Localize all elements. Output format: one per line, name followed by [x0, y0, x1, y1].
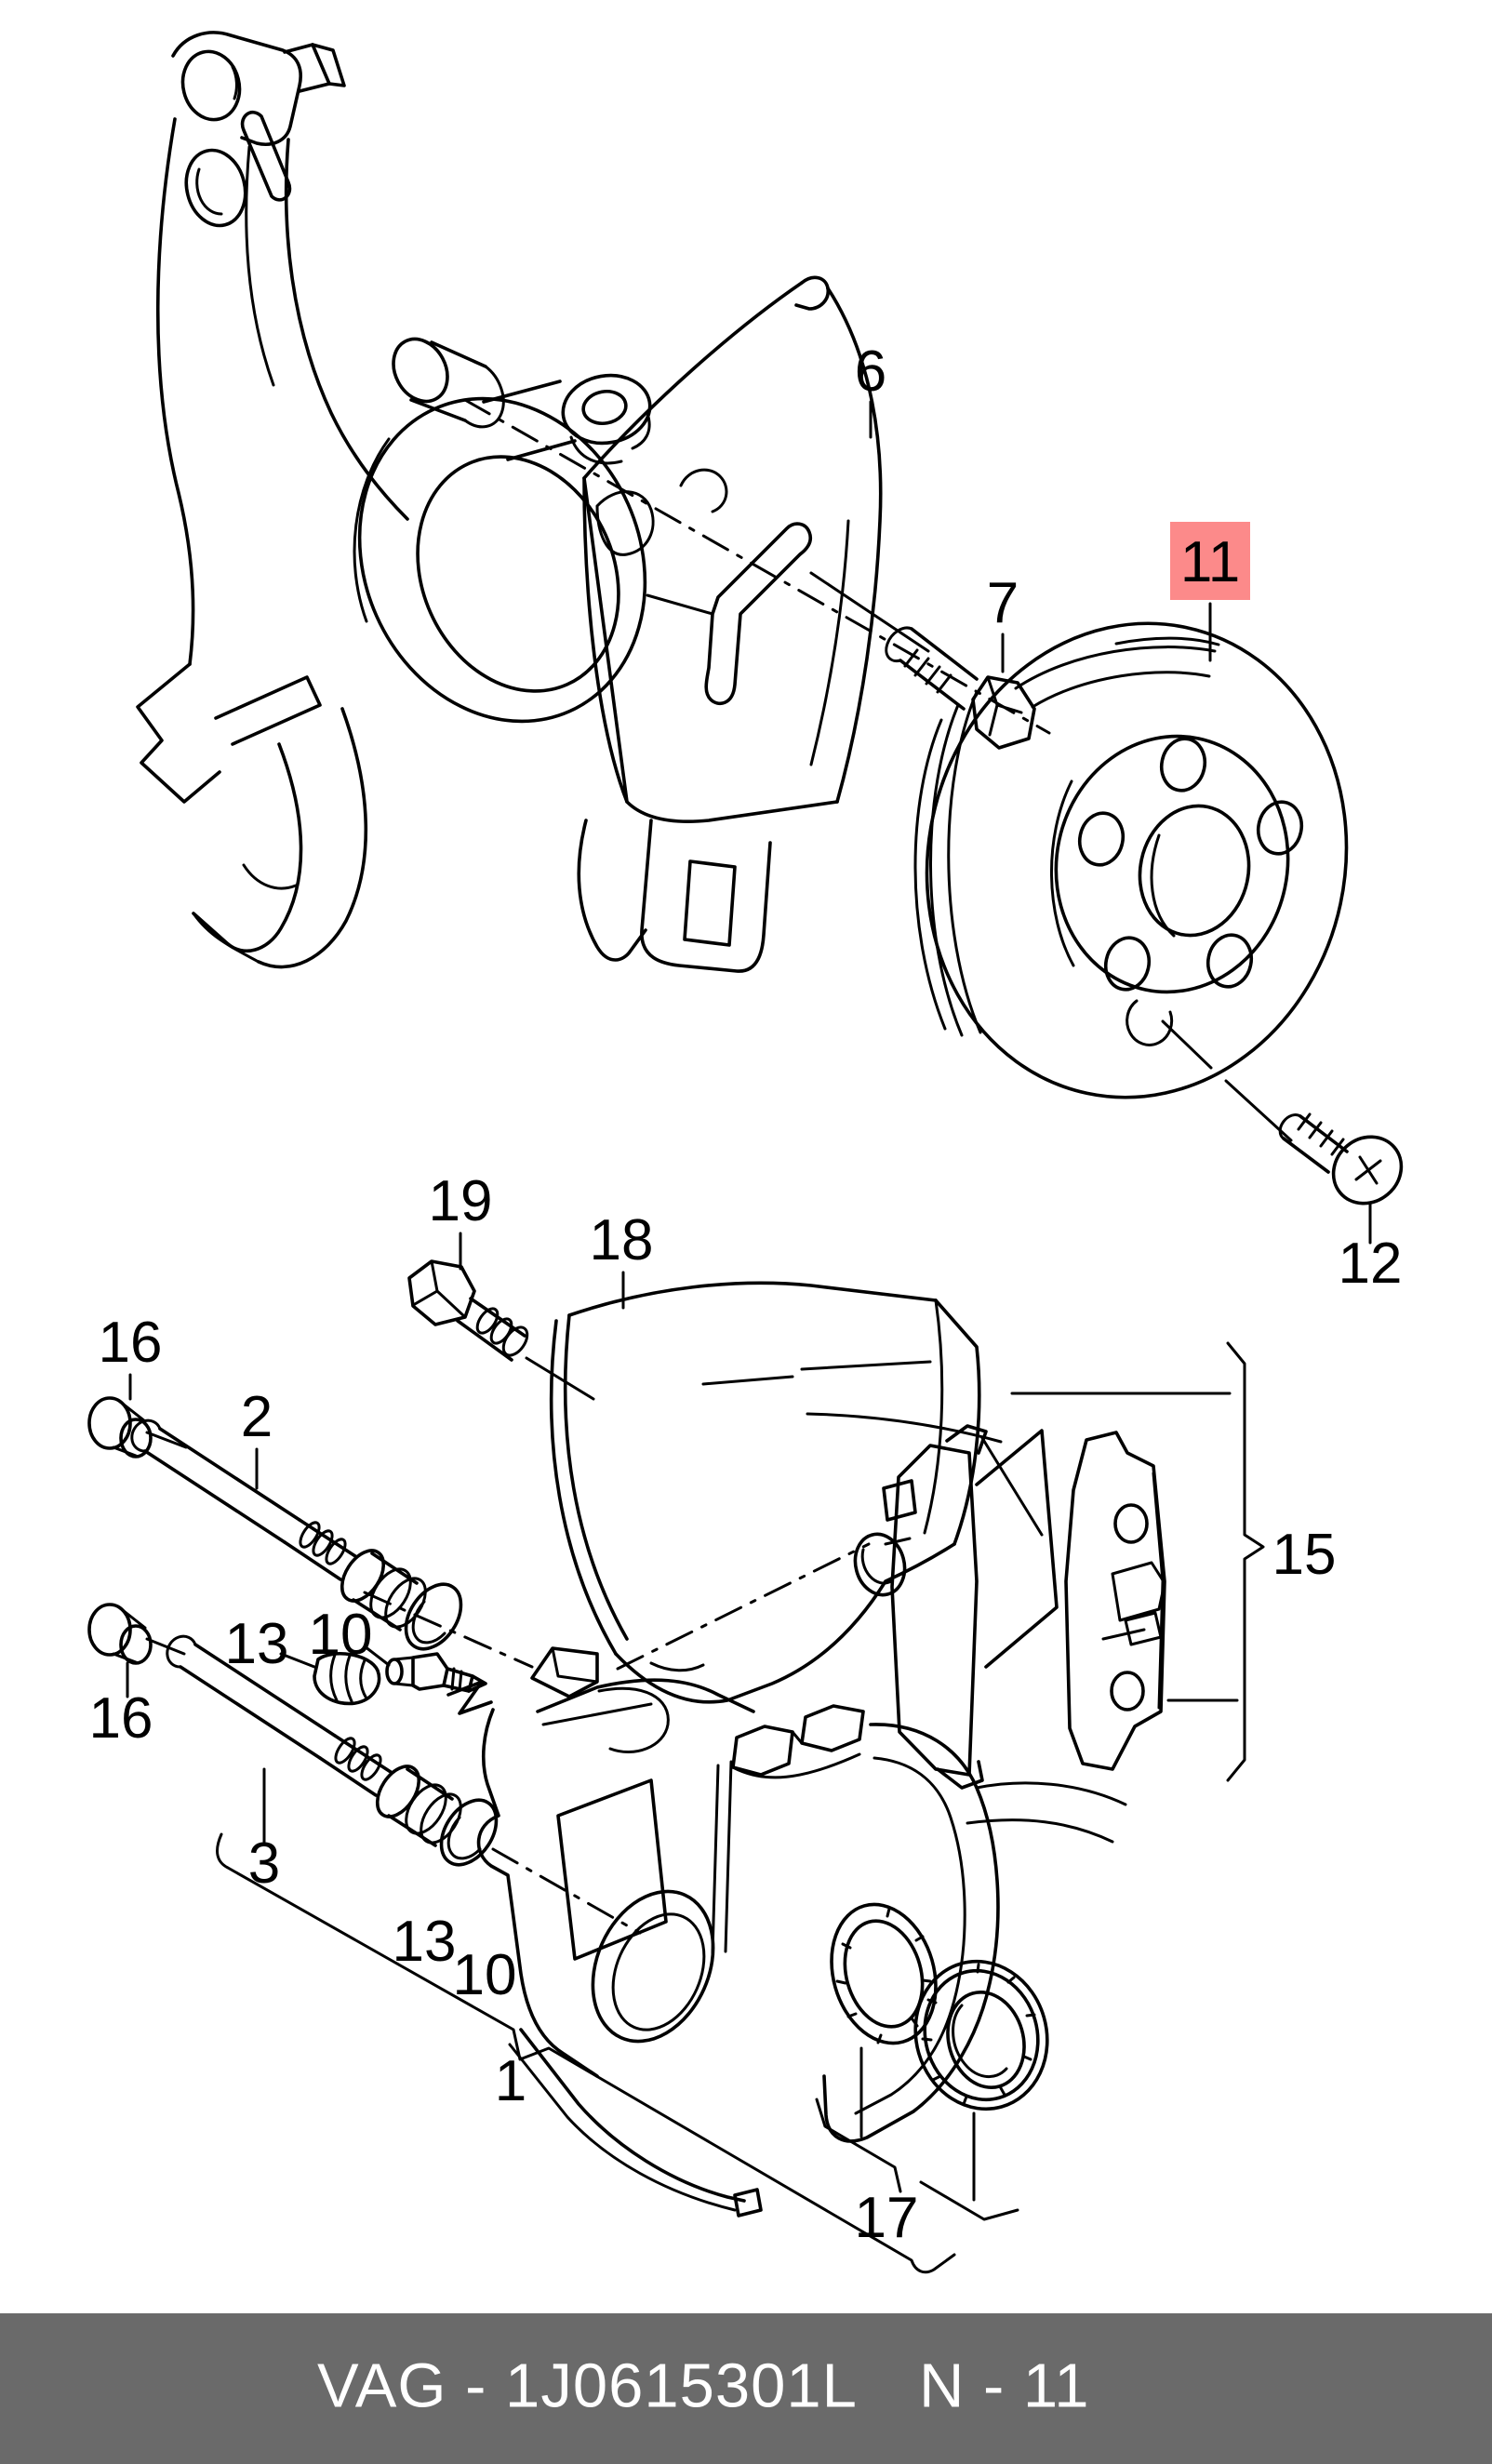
callout-10-upper[interactable]: 10	[309, 1603, 373, 1667]
cap-16-lower	[87, 1603, 186, 1665]
callout-16-upper[interactable]: 16	[99, 1311, 163, 1375]
brake-pads	[882, 1341, 1265, 1790]
shield-bolt-7	[809, 571, 1036, 750]
callout-17[interactable]: 17	[855, 2186, 919, 2250]
callouts: 6 7 11 12 19 18 16 2 16 13 10 3 13 10 15…	[89, 340, 1403, 2250]
callout-1[interactable]: 1	[495, 2049, 526, 2113]
assembly-axis-lines	[363, 398, 1051, 1935]
pads-bracket	[1226, 1341, 1265, 1782]
guide-pin-2	[130, 1418, 463, 1651]
insertion-arrow	[446, 1680, 493, 1715]
guide-pin-3	[166, 1634, 499, 1867]
callout-11-highlighted[interactable]: 11	[1180, 530, 1240, 594]
callout-18[interactable]: 18	[590, 1208, 654, 1272]
heat-shield-18	[549, 1281, 1003, 1704]
bellows-13	[313, 1651, 381, 1706]
callout-15[interactable]: 15	[1272, 1523, 1337, 1587]
callout-6[interactable]: 6	[855, 340, 886, 404]
caliper-group-bracket	[216, 1832, 956, 2274]
footer-page-ref: N - 11	[919, 2351, 1090, 2421]
callout-7[interactable]: 7	[987, 571, 1019, 635]
callout-16-lower[interactable]: 16	[89, 1686, 153, 1751]
callout-3[interactable]: 3	[248, 1831, 280, 1896]
callout-13-lower[interactable]: 13	[393, 1910, 457, 1974]
diagram-canvas: 6 7 11 12 19 18 16 2 16 13 10 3 13 10 15…	[87, 31, 1404, 2274]
bleeder-valve-10	[385, 1652, 493, 1715]
carrier-bolt-19	[407, 1259, 595, 1401]
cap-16-upper	[87, 1396, 188, 1458]
brake-disc	[913, 621, 1349, 1099]
callout-2[interactable]: 2	[241, 1385, 273, 1449]
splash-shield	[577, 275, 883, 973]
callout-13-upper[interactable]: 13	[225, 1612, 289, 1676]
callout-19[interactable]: 19	[429, 1169, 493, 1233]
steering-knuckle	[136, 31, 652, 969]
highlight-box-11	[1170, 522, 1250, 600]
caliper-housing	[476, 1646, 1127, 2218]
footer-bar: VAG - 1J0615301L N - 11	[0, 2313, 1492, 2464]
disc-screw-12	[1161, 1019, 1404, 1205]
piston-seal-and-boot-17	[815, 1902, 1049, 2221]
footer-catalog-code: VAG - 1J0615301L	[317, 2351, 858, 2421]
callout-12[interactable]: 12	[1339, 1232, 1403, 1296]
callout-10-lower[interactable]: 10	[453, 1943, 517, 2007]
